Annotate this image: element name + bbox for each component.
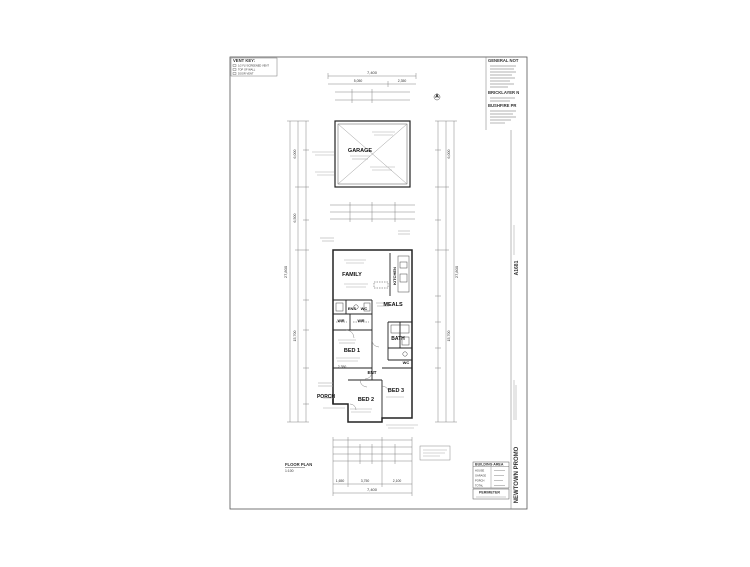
right-house-dimension: 15,700 [447,331,451,342]
title-strip-notes [513,225,517,420]
mid-dimension-strings [330,202,415,222]
garage-annotations [312,151,334,176]
room-label-meals: MEALS [383,302,403,308]
bottom-dimension-b: 3,750 [361,479,370,483]
room-label-bed-1: BED 1 [344,348,360,354]
left-dimension-strings [287,120,309,423]
room-label-porch: PORCH [317,394,335,400]
room-label-bed-2: BED 2 [358,397,374,403]
vent-key-box [230,57,278,77]
top-overall-dimension: 7,400 [367,70,378,75]
room-label-wir-2: WIR [358,319,365,323]
building-area-row: TOTAL [475,484,484,488]
room-label-entry: ENT [368,370,377,375]
bushfire-notes-title: BUSHFIRE PR [488,103,516,108]
top-dimension-strings [327,73,417,103]
right-dimension-strings [435,120,457,423]
building-area-row: GARAGE [475,474,486,478]
bricklayer-notes-title: BRICKLAYER N [488,90,519,95]
door-swings [345,329,390,411]
right-garage-dimension: 6,000 [447,150,451,159]
kitchen-fixtures [373,255,410,293]
floor-plan-title: FLOOR PLAN [285,462,312,467]
bottom-dimension-c: 2,100 [393,479,402,483]
bottom-dimension-strings [332,437,413,496]
vent-key-item: DOOR VENT [238,72,254,76]
right-overall-dimension: 27,800 [454,265,459,278]
room-label-wc: WC [361,306,368,311]
hatch-legend [419,445,451,461]
bed-1-width-dimension: 2,350 [338,365,347,369]
general-notes-title: GENERAL NOT [488,58,519,63]
north-arrow [433,93,441,101]
room-label-family: FAMILY [342,272,362,278]
room-label-ens: ENS [348,306,357,311]
room-label-garage: GARAGE [348,148,372,154]
building-area-row: HOUSE [475,469,484,473]
interior-annotations [318,259,418,429]
top-dimension-a: 5,050 [354,79,363,83]
bottom-dimension-a: 1,650 [336,479,345,483]
perimeter-title: PERIMETER [479,491,500,495]
house-outline [332,249,413,423]
left-house-dimension: 15,700 [293,331,297,342]
wet-area-fixtures [335,302,410,357]
sheet-border [229,56,528,510]
notes-column: GENERAL NOT BRICKLAYER N BUSHFIRE PR [488,58,519,124]
building-area-row: PORCH [475,479,484,483]
room-label-wir-1: WIR [338,319,345,323]
room-label-kitchen: KITCHEN [392,267,397,285]
top-dimension-b: 2,350 [398,79,407,83]
floor-plan-scale: 1:100 [285,469,294,473]
building-area-table: BUILDING AREA HOUSE GARAGE PORCH TOTAL [472,461,510,489]
vent-key-items: 1/2 FLYSCREENED VENT TOP OF WALL DOOR VE… [232,64,269,76]
garage: GARAGE [334,120,411,188]
room-label-bath: BATH [391,336,405,342]
vent-key-item: TOP OF WALL [238,68,256,72]
bottom-overall-dimension: 7,400 [367,487,378,492]
left-overall-dimension: 27,800 [283,265,288,278]
room-label-bed-3: BED 3 [388,388,404,394]
perimeter-table: PERIMETER [472,488,510,500]
room-label-wc-2: WC [403,360,410,365]
building-area-title: BUILDING AREA [475,463,504,467]
drawing-number: A1681 [514,260,520,275]
left-mid-dimension: 6,500 [293,214,297,223]
vent-key-item: 1/2 FLYSCREENED VENT [238,64,269,68]
project-name: NEWTOWN PROMO [514,446,520,503]
left-garage-dimension: 6,000 [293,150,297,159]
vent-key-title: VENT KEY: [233,58,255,63]
